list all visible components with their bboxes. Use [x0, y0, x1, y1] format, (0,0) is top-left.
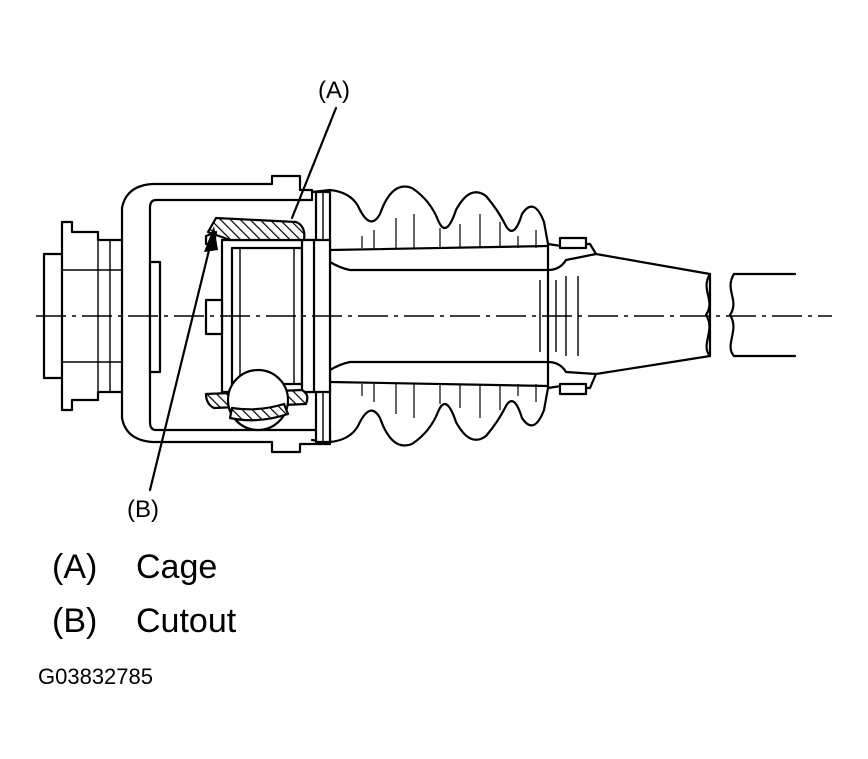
figure-code: G03832785: [38, 664, 153, 689]
legend: (A) Cage (B) Cutout: [52, 548, 237, 640]
callout-b-label: (B): [127, 496, 159, 523]
callout-a-label: (A): [318, 77, 350, 104]
inner-shaft: [328, 252, 598, 376]
drive-shaft: [594, 252, 797, 376]
legend-key-a: (A): [52, 548, 97, 586]
legend-label-a: Cage: [136, 548, 217, 586]
callout-a-leader: [290, 106, 338, 220]
legend-label-b: Cutout: [136, 602, 237, 640]
legend-key-b: (B): [52, 602, 97, 640]
arrow-icon: [204, 226, 218, 252]
boot: [310, 185, 598, 447]
callout-b-leader: [148, 236, 214, 492]
